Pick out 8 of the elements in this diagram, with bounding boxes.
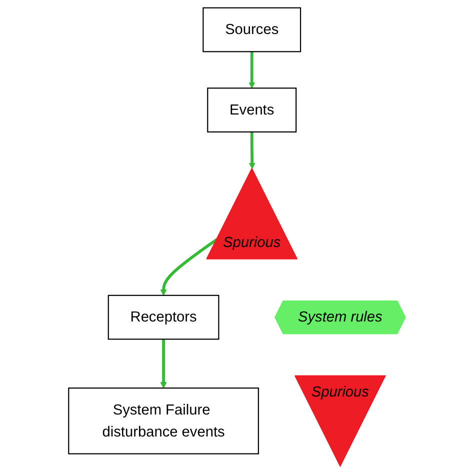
node-box: Sources	[202, 7, 302, 52]
arrow	[248, 52, 256, 88]
arrow	[248, 132, 256, 170]
node-box: System Failure disturbance events	[68, 388, 259, 454]
arrow	[160, 238, 218, 296]
arrow	[160, 339, 167, 388]
node-box: Events	[207, 88, 297, 132]
node-box: Receptors	[108, 294, 220, 340]
